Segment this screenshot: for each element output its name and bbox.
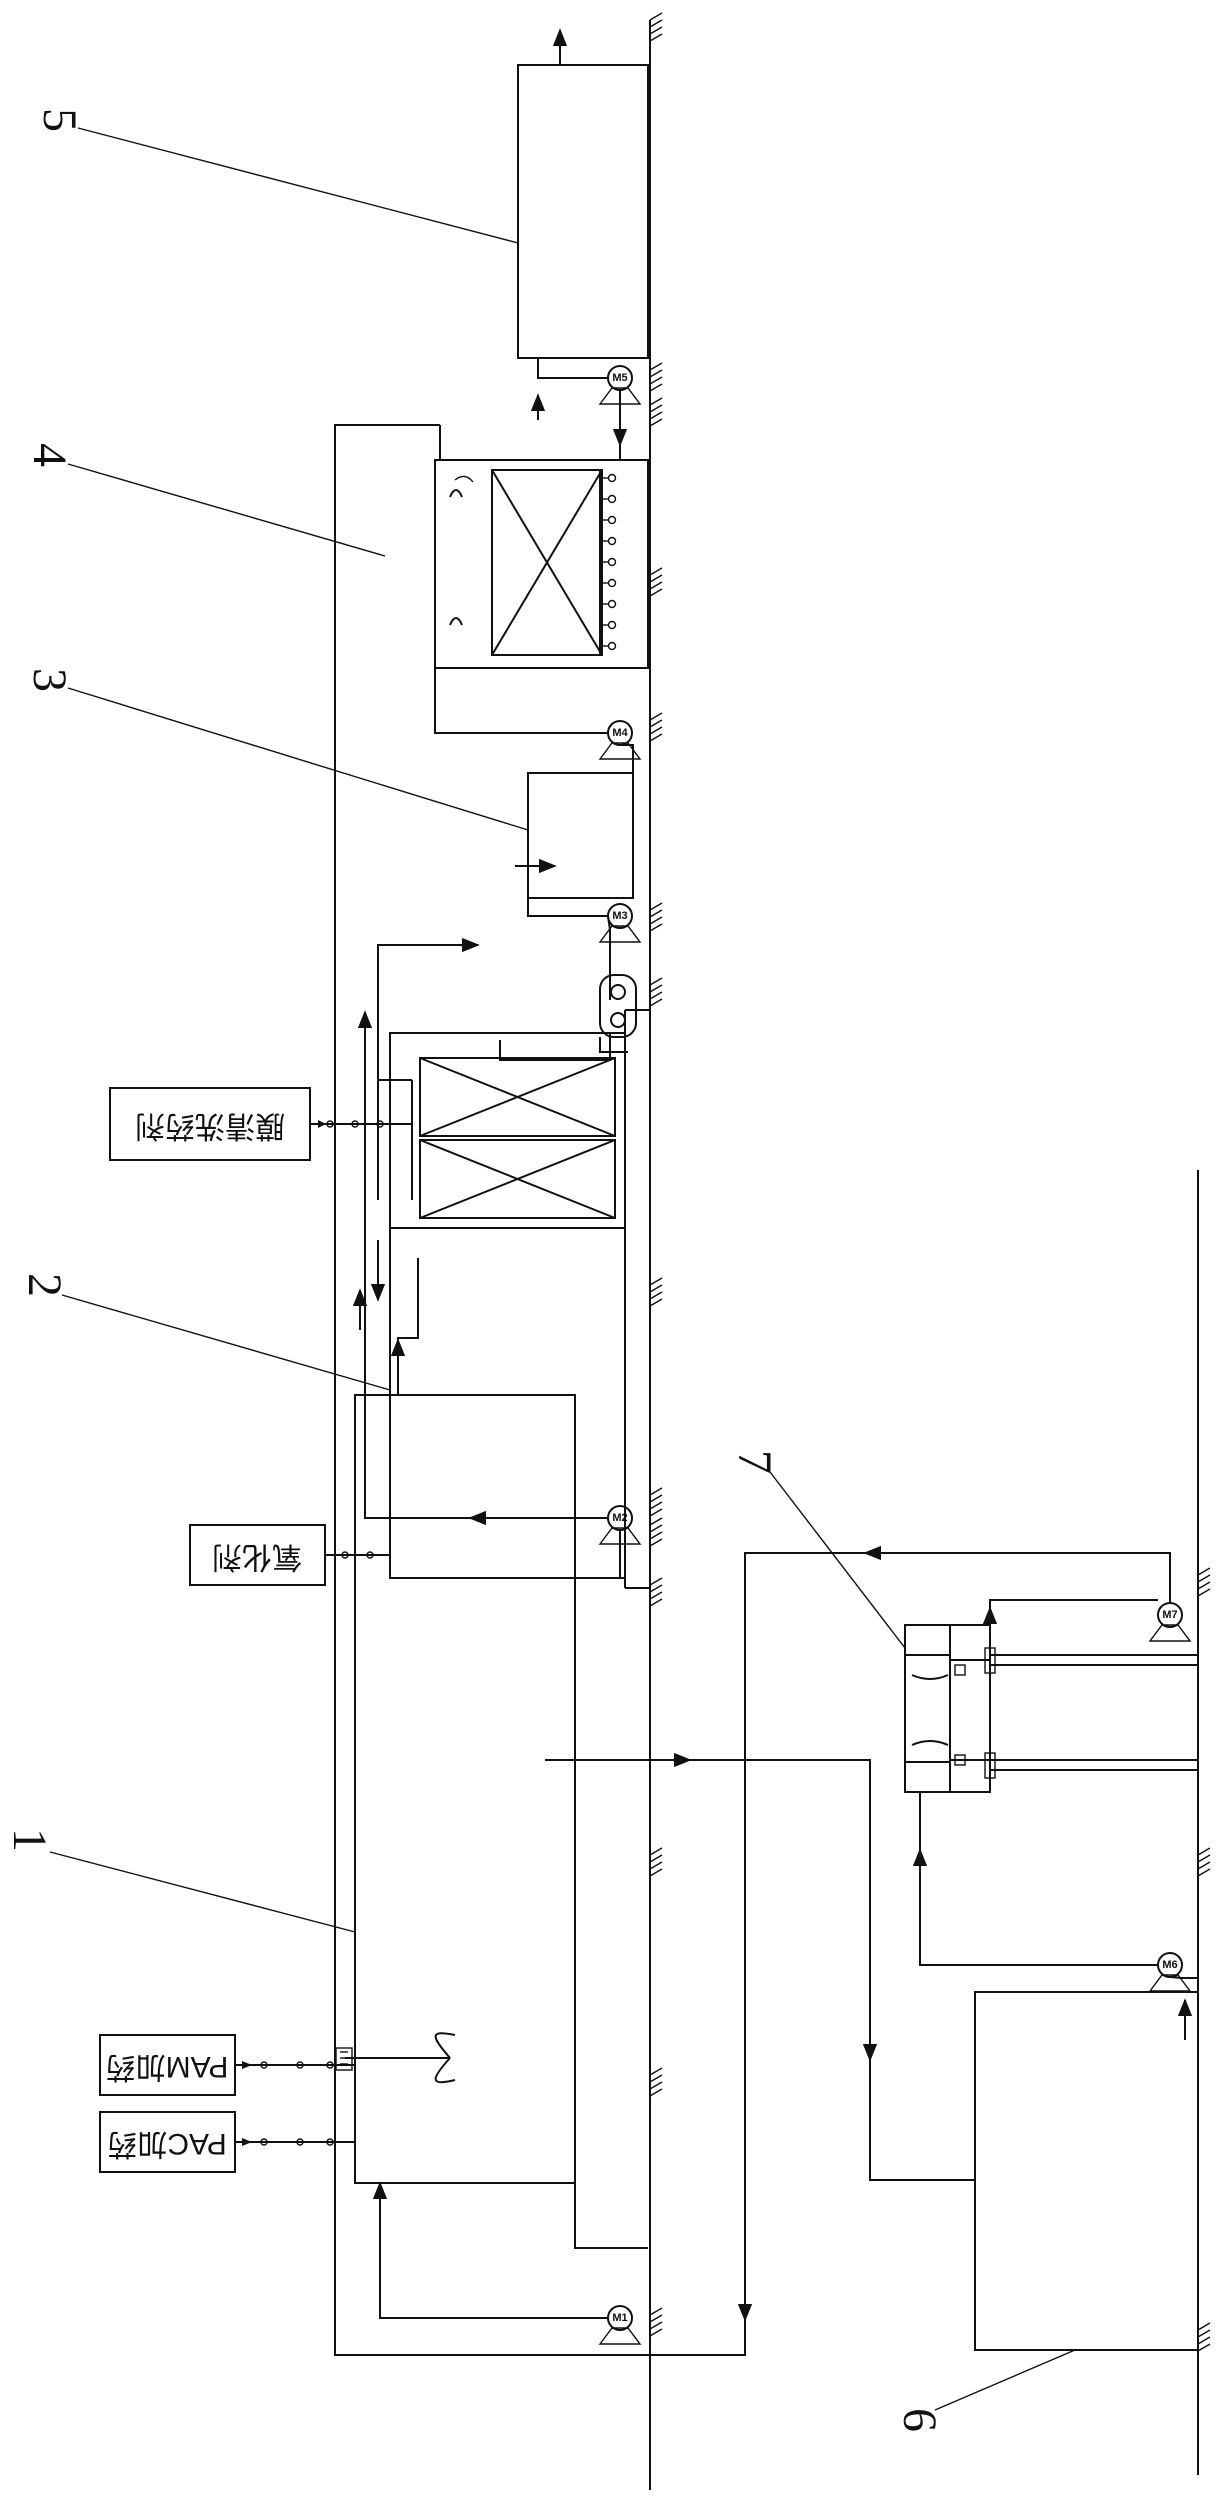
- dosing-label-oxidant: 氧化剂: [212, 1540, 302, 1573]
- svg-text:M2: M2: [612, 1512, 627, 1524]
- valve-pair-icon: [599, 974, 637, 1038]
- unit-5-product-tank: [517, 64, 649, 359]
- svg-text:5: 5: [33, 108, 86, 132]
- return-line-m2: [357, 1010, 608, 1519]
- oxidant-dosing-line: [325, 1551, 390, 1559]
- dosing-label-pac: PAC加药: [107, 2127, 226, 2160]
- dosing-label-pam: PAM加药: [106, 2050, 229, 2083]
- membrane-module-bottom: [419, 1139, 616, 1219]
- m7-return-to-unit1: [744, 1552, 1171, 2338]
- unit6-to-m6: [1169, 1976, 1199, 1992]
- svg-text:2: 2: [18, 1273, 71, 1297]
- svg-text:1: 1: [3, 1828, 56, 1852]
- recirculation-loop: [334, 424, 620, 2356]
- svg-text:M1: M1: [612, 2312, 627, 2324]
- mixer-icon: [335, 2032, 456, 2084]
- m5-to-unit5: [537, 358, 608, 379]
- callout-1: 1: [3, 1828, 356, 1933]
- svg-text:M4: M4: [612, 727, 628, 739]
- unit7-to-m7: [989, 1599, 1158, 1640]
- dosing-label-membrane-cleaner: 膜清洗药剂: [135, 1109, 285, 1142]
- svg-text:3: 3: [23, 668, 76, 692]
- svg-text:4: 4: [23, 443, 76, 467]
- callout-3: 3: [23, 668, 529, 831]
- callout-2: 2: [18, 1273, 391, 1391]
- svg-text:M6: M6: [1162, 1959, 1177, 1971]
- pump-m7: M7: [1148, 1602, 1192, 1642]
- feed-line-m1-to-unit1: [372, 2181, 608, 2319]
- permeate-upper-loop: [377, 937, 480, 1081]
- callout-7: 7: [728, 1450, 906, 1649]
- unit1-discharge-line: [574, 2175, 648, 2249]
- unit2-to-m3: [607, 915, 611, 1000]
- m4-to-unit4: [434, 668, 608, 734]
- m3-to-unit3: [527, 898, 608, 917]
- svg-text:7: 7: [728, 1450, 781, 1474]
- svg-text:M5: M5: [612, 372, 627, 384]
- unit3-to-m4: [620, 744, 634, 773]
- m6-to-unit7: [919, 1792, 1158, 1966]
- pam-dosing-line: [235, 2061, 355, 2069]
- unit-3-intermediate-tank: [527, 772, 634, 899]
- unit2-to-valve: [499, 1033, 611, 1061]
- membrane-module-top: [419, 1057, 616, 1137]
- unit-1-coagulation-tank: [354, 1394, 576, 2184]
- pump-m6: M6: [1148, 1952, 1192, 1992]
- unit-2-membrane-zone: [389, 1032, 626, 1229]
- callout-4: 4: [23, 443, 386, 557]
- callout-5: 5: [33, 108, 519, 244]
- unit-4-weirs: [449, 475, 474, 626]
- overflow-unit1-to-unit2: [397, 1258, 419, 1395]
- callout-6: 6: [893, 2349, 1076, 2432]
- pac-dosing-line: [235, 2138, 355, 2146]
- ground-hatching: [649, 12, 1211, 2352]
- unit-4-media-block: [491, 469, 603, 656]
- unit-4-reactor: [434, 459, 649, 669]
- membrane-cleaner-line: [310, 1120, 412, 1128]
- pump-m3: M3: [598, 903, 642, 943]
- svg-text:M3: M3: [612, 910, 627, 922]
- unit-4-diffusers: [600, 473, 617, 651]
- filtrate-to-m1: [620, 2338, 746, 2356]
- svg-text:6: 6: [893, 2408, 946, 2432]
- unit1-to-unit6: [545, 1759, 975, 2181]
- unit-6-sludge-tank: [974, 1991, 1199, 2351]
- valve-outflow: [599, 1037, 628, 1053]
- unit-2-mbr-tank: [389, 1032, 626, 1579]
- svg-text:M7: M7: [1162, 1609, 1177, 1621]
- pump-m1: M1: [598, 2305, 642, 2345]
- unit-7-filter-press: [904, 1624, 1198, 1793]
